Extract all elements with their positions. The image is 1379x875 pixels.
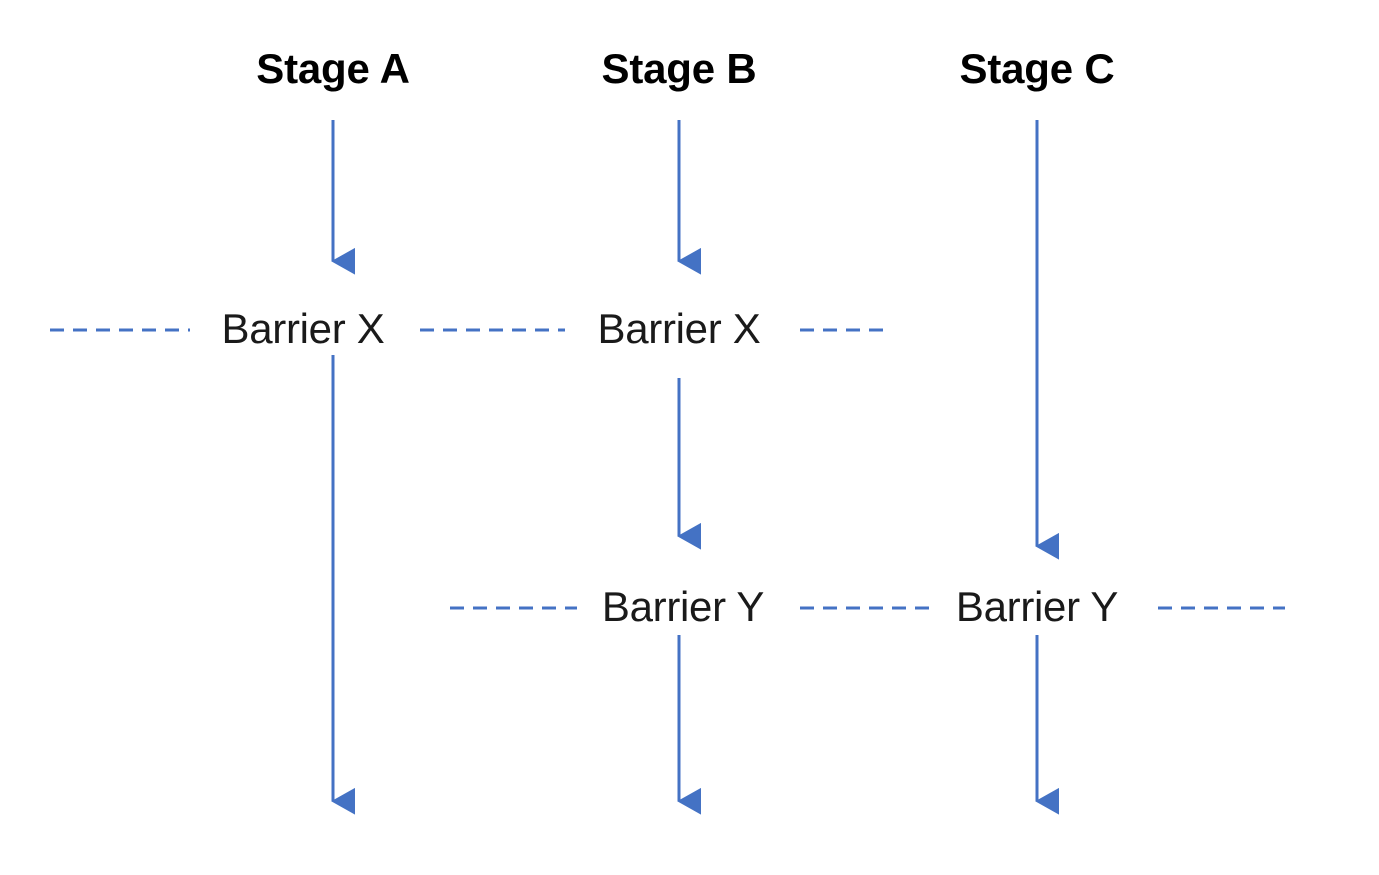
stage-heading-b: Stage B [601, 45, 757, 92]
arrows-group [331, 120, 1060, 815]
dashed-connectors-group [50, 328, 1285, 610]
barrier-x-label-stage-b: Barrier X [587, 305, 771, 353]
barrier-y-label-stage-b: Barrier Y [591, 583, 775, 631]
stage-heading-c: Stage C [959, 45, 1115, 92]
stage-heading-a: Stage A [256, 45, 410, 92]
barrier-y-label-stage-c: Barrier Y [945, 583, 1129, 631]
barrier-x-label-stage-a: Barrier X [211, 305, 395, 353]
